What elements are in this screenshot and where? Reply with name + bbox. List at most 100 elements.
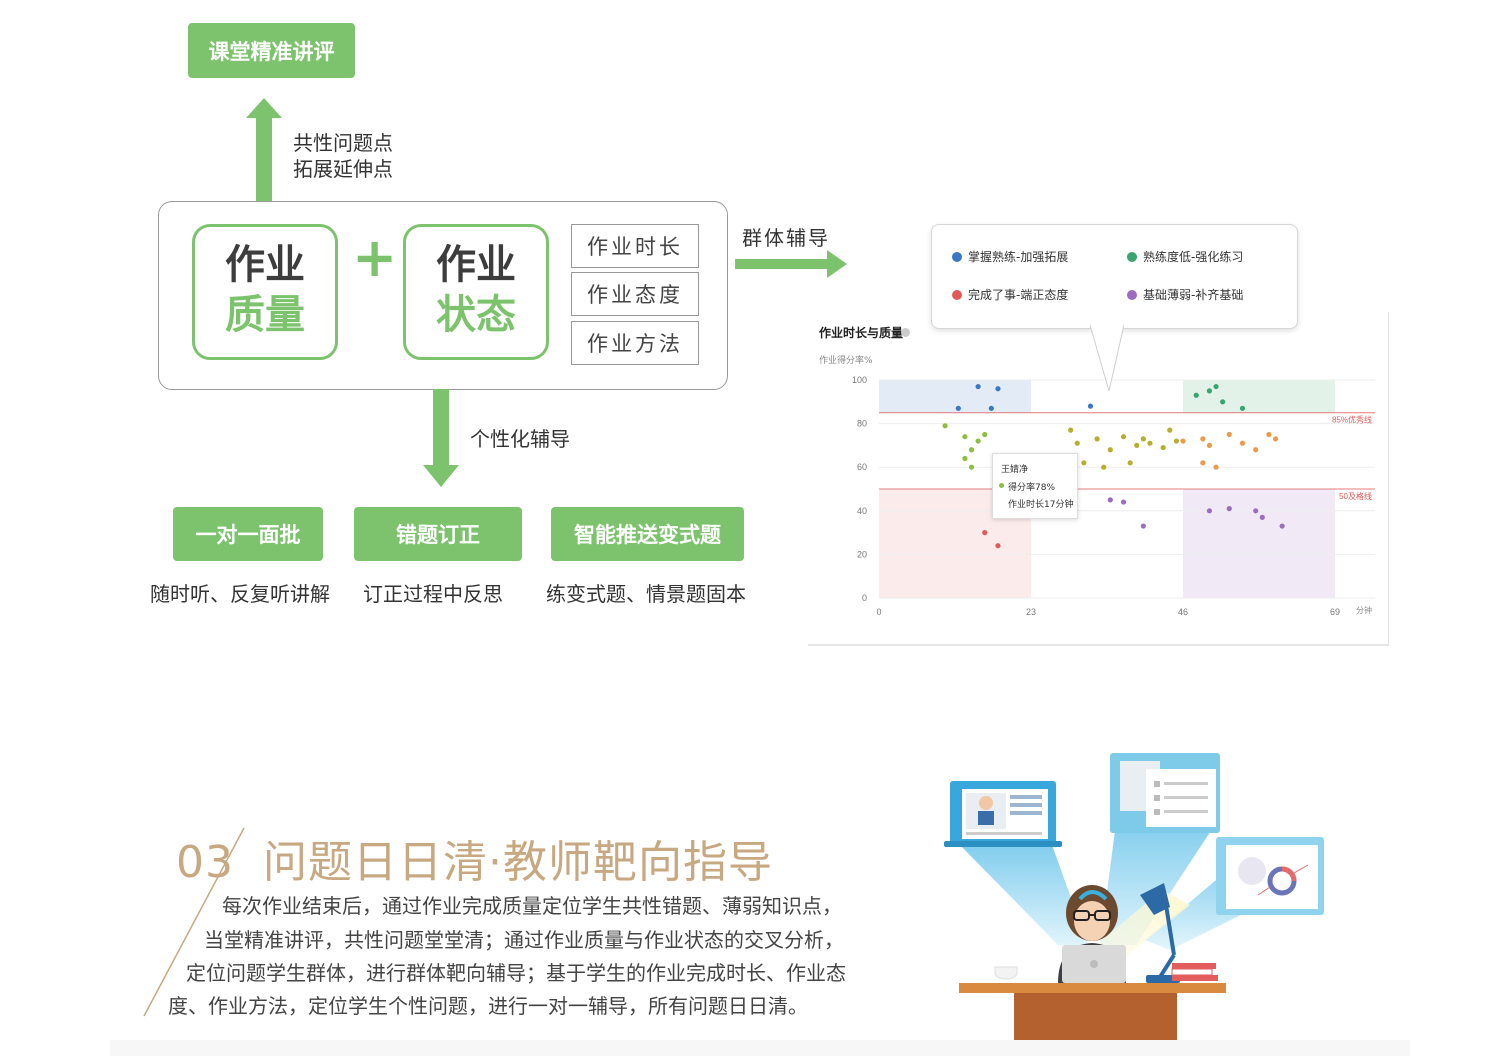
- scatter-point: [982, 530, 988, 536]
- chart-tooltip: 王婧净 得分率78% 作业时长17分钟: [992, 453, 1078, 519]
- up-label-2: 拓展延伸点: [293, 157, 393, 181]
- personal-label: 个性化辅导: [470, 427, 570, 451]
- scatter-point: [1081, 460, 1087, 466]
- quality-line1: 作业: [225, 242, 305, 288]
- down-arrow-icon: [423, 389, 459, 487]
- state-line2: 状态: [436, 292, 516, 338]
- threshold-label: 85%优秀线: [1332, 415, 1372, 425]
- attribute-duration: 作业时长: [571, 224, 699, 268]
- scatter-point: [1253, 447, 1259, 453]
- scatter-point: [1213, 464, 1219, 470]
- legend-item-mastered: 掌握熟练-加强拓展: [952, 248, 1068, 265]
- scatter-point: [1094, 436, 1100, 442]
- legend-dot-icon: [1127, 289, 1137, 300]
- scatter-point: [1206, 508, 1213, 514]
- scatter-point: [1206, 388, 1213, 394]
- scatter-point: [1226, 506, 1232, 512]
- slash-decoration-icon: [143, 827, 245, 1017]
- section-paragraph-line: 定位问题学生群体，进行群体靶向辅导；基于学生的作业完成时长、作业态: [186, 961, 846, 985]
- scatter-point: [942, 423, 948, 429]
- band-top-right: [1183, 380, 1335, 413]
- y-tick-label: 80: [857, 419, 867, 429]
- y-tick-label: 40: [857, 506, 867, 516]
- section-heading: 问题日日清·教师靶向指导: [263, 837, 773, 888]
- legend-label: 熟练度低-强化练习: [1143, 250, 1244, 264]
- right-arrow-icon: [735, 250, 847, 278]
- tooltip-dot-icon: [999, 483, 1004, 488]
- top-button-classroom-review: 课堂精准讲评: [188, 23, 355, 78]
- tooltip-line2: 作业时长17分钟: [1008, 500, 1074, 510]
- section-number: 03: [176, 837, 234, 888]
- bottom-band: [110, 1040, 1410, 1056]
- teacher-illustration: [944, 753, 1324, 1041]
- scatter-point: [1160, 444, 1166, 451]
- legend-popup: 掌握熟练-加强拓展 熟练度低-强化练习 完成了事-端正态度 基础薄弱-补齐基础: [931, 224, 1298, 329]
- tooltip-line1: 得分率78%: [1008, 483, 1056, 493]
- scatter-point: [1259, 514, 1265, 520]
- scatter-point: [968, 464, 975, 470]
- state-box: 作业 状态: [403, 224, 549, 360]
- legend-item-weak-basis: 基础薄弱-补齐基础: [1127, 286, 1243, 303]
- scatter-point: [1087, 403, 1094, 409]
- scatter-point: [975, 438, 981, 444]
- quality-line2: 质量: [225, 292, 305, 338]
- action-desc-one-on-one: 随时听、反复听讲解: [150, 582, 330, 606]
- legend-dot-icon: [952, 251, 962, 262]
- scatter-point: [1127, 460, 1133, 466]
- y-tick-label: 60: [857, 462, 867, 472]
- scatter-point: [1140, 523, 1146, 529]
- help-icon: [901, 328, 910, 337]
- action-button-smart-push: 智能推送变式题: [551, 507, 744, 561]
- action-desc-smart-push: 练变式题、情景题固本: [546, 582, 746, 606]
- scatter-point: [1120, 499, 1127, 505]
- legend-label: 完成了事-端正态度: [968, 288, 1069, 302]
- section-paragraph-line: 每次作业结束后，通过作业完成质量定位学生共性错题、薄弱知识点，: [222, 894, 842, 918]
- section-paragraph-line: 当堂精准讲评，共性问题堂堂清；通过作业质量与作业状态的交叉分析，: [204, 928, 844, 952]
- scatter-point: [975, 383, 981, 390]
- x-tick-label: 0: [876, 607, 881, 617]
- scatter-point: [968, 447, 975, 453]
- y-tick-label: 100: [852, 375, 867, 385]
- scatter-point: [1074, 440, 1080, 446]
- section-paragraph-line: 度、作业方法，定位学生个性问题，进行一对一辅导，所有问题日日清。: [168, 994, 808, 1018]
- scatter-point: [1134, 442, 1140, 448]
- band-top-left: [879, 380, 1031, 413]
- scatter-point: [995, 386, 1001, 392]
- scatter-point: [1107, 497, 1113, 503]
- scatter-point: [988, 405, 994, 411]
- x-tick-label: 69: [1330, 607, 1340, 617]
- attribute-attitude: 作业态度: [571, 272, 699, 316]
- scatter-point: [1101, 464, 1107, 470]
- scatter-point: [1279, 523, 1285, 529]
- plus-icon: +: [352, 226, 398, 289]
- scatter-point: [962, 434, 968, 440]
- action-button-error-correction: 错题订正: [354, 507, 522, 561]
- x-tick-label: 23: [1026, 607, 1036, 617]
- scatter-point: [1239, 440, 1246, 446]
- legend-item-careless: 完成了事-端正态度: [952, 286, 1068, 303]
- legend-pointer-icon: [1090, 325, 1124, 392]
- quality-box: 作业 质量: [192, 224, 338, 360]
- state-line1: 作业: [436, 242, 516, 288]
- scatter-point: [1068, 427, 1074, 433]
- group-label: 群体辅导: [742, 226, 830, 250]
- scatter-point: [955, 405, 961, 411]
- scatter-point: [1180, 438, 1186, 444]
- scatter-point: [1107, 447, 1113, 453]
- up-label-1: 共性问题点: [293, 131, 393, 155]
- scatter-point: [1272, 436, 1279, 442]
- scatter-point: [1120, 434, 1127, 440]
- attribute-method: 作业方法: [571, 321, 699, 365]
- chart-title: 作业时长与质量: [819, 326, 904, 340]
- scatter-point: [1167, 427, 1173, 433]
- scatter-point: [995, 543, 1001, 549]
- scatter-point: [1226, 431, 1232, 438]
- scatter-point: [1253, 508, 1259, 514]
- scatter-point: [1200, 436, 1206, 442]
- tooltip-name: 王婧净: [1001, 465, 1029, 475]
- chart-ylabel: 作业得分率%: [819, 356, 873, 366]
- scatter-point: [1173, 438, 1179, 444]
- scatter-point: [1266, 431, 1272, 438]
